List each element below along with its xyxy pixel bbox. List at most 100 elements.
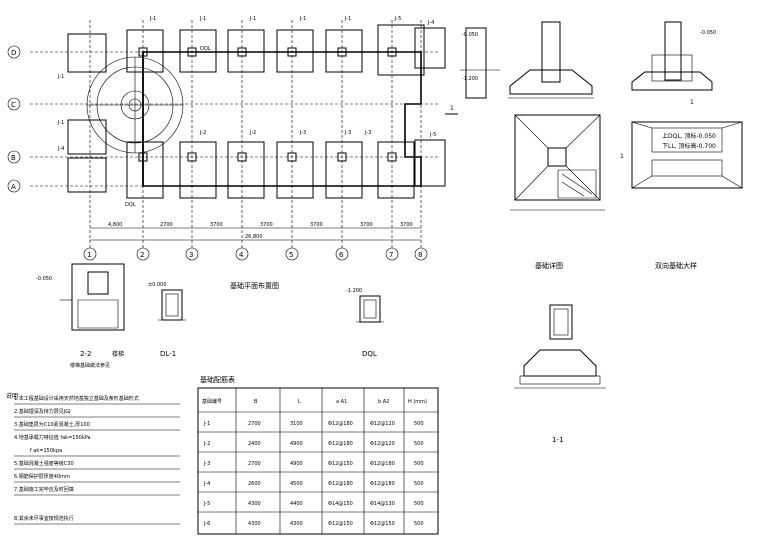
grid-label-4: 4 bbox=[239, 251, 244, 259]
note-formula: f ak=150kpa bbox=[30, 448, 62, 454]
plan-title: 基础平面布置图 bbox=[230, 281, 279, 290]
grid-label-c: C bbox=[11, 101, 16, 109]
dim-3: 3700 bbox=[210, 222, 223, 228]
elevation-label: -0.050 bbox=[462, 32, 478, 38]
dl1-title: DL-1 bbox=[160, 350, 176, 358]
table-row: J-1 2700 3100 Φ12@180 Φ12@120 500 bbox=[203, 421, 424, 427]
table-cell: Φ12@180 bbox=[328, 441, 353, 447]
footing-label: J-1 bbox=[57, 120, 64, 126]
table-cell: 500 bbox=[414, 481, 424, 487]
footing-label: J-2 bbox=[199, 130, 206, 136]
reinforcement-table: 基础配筋表 基础编号 B L a A1 b A2 H (mm) J-1 2700… bbox=[197, 375, 439, 535]
table-cell: 4300 bbox=[248, 521, 261, 527]
elevation-label: -1.200 bbox=[346, 288, 362, 294]
beam-label: DQL bbox=[125, 202, 136, 208]
table-cell: J-5 bbox=[203, 501, 210, 507]
table-header: 基础编号 bbox=[202, 398, 222, 405]
base-plan-title: 基础详图 bbox=[535, 261, 563, 270]
footing-label: J-4 bbox=[57, 146, 64, 152]
table-cell: 4300 bbox=[248, 501, 261, 507]
table-cell: 500 bbox=[414, 501, 424, 507]
grid-label-d: D bbox=[11, 49, 16, 57]
table-cell: Φ12@120 bbox=[370, 421, 395, 427]
table-cell: 500 bbox=[414, 461, 424, 467]
table-cell: J-3 bbox=[203, 461, 210, 467]
footing-label: J-1 bbox=[249, 16, 256, 22]
table-cell: 3100 bbox=[290, 421, 303, 427]
table-cell: Φ12@150 bbox=[328, 521, 353, 527]
grid-label-1: 1 bbox=[87, 251, 91, 259]
footing-label: J-3 bbox=[344, 130, 351, 136]
section-22-title: 2-2 bbox=[80, 350, 91, 358]
table-row: J-5 4300 4400 Φ14@150 Φ14@130 500 bbox=[203, 501, 424, 507]
section-mark: 1 bbox=[620, 153, 624, 160]
detail-box-line1: 上DQL, 顶标-0.050 bbox=[662, 132, 716, 140]
section-11-title: 1-1 bbox=[552, 436, 563, 444]
table-cell: Φ12@120 bbox=[370, 441, 395, 447]
table-cell: 4300 bbox=[290, 521, 303, 527]
note-item: 3.基础垫层为C10素混凝土,厚100 bbox=[14, 421, 90, 428]
table-row: J-3 2700 4900 Φ12@150 Φ12@180 500 bbox=[203, 461, 424, 467]
footing-label: J-4 bbox=[427, 20, 434, 26]
grid-label-2: 2 bbox=[140, 251, 144, 259]
table-cell: Φ12@180 bbox=[370, 461, 395, 467]
note-item: 6.钢筋保护层厚度40mm bbox=[14, 473, 70, 480]
footing-label: J-3 bbox=[299, 130, 306, 136]
dim-4: 3700 bbox=[260, 222, 273, 228]
double-footing-detail: 上DQL, 顶标-0.050 下LL, 顶标高-0.700 1 双向基础大样 bbox=[620, 121, 743, 270]
section-2-2: -0.050 2-2 楼梯 楼梯基础做法参见 bbox=[36, 263, 125, 369]
note-item: 1.本工程基础设计采用天然地基独立基础及条形基础形式 bbox=[14, 395, 139, 402]
dim-7: 3700 bbox=[400, 222, 413, 228]
footing-label: J-2 bbox=[249, 130, 256, 136]
footing-label: J-1 bbox=[149, 16, 156, 22]
elevation-label: -1.200 bbox=[462, 76, 478, 82]
note-item: 2.基础埋深及持力层见JGJ bbox=[14, 408, 71, 415]
note-item: 5.基础混凝土强度等级C30 bbox=[14, 460, 74, 467]
footing-label: J-5 bbox=[429, 132, 436, 138]
section-22-note: 楼梯基础做法参见 bbox=[70, 362, 110, 369]
table-row: J-6 4300 4300 Φ12@150 Φ12@150 500 bbox=[203, 521, 424, 527]
grid-label-b: B bbox=[11, 154, 16, 162]
table-cell: Φ12@180 bbox=[370, 481, 395, 487]
table-header: b A2 bbox=[378, 399, 389, 405]
table-cell: 4900 bbox=[290, 461, 303, 467]
grid-label-6: 6 bbox=[339, 251, 344, 259]
table-header: a A1 bbox=[336, 399, 347, 405]
table-row: J-2 2400 4900 Φ12@180 Φ12@120 500 bbox=[203, 441, 424, 447]
notes-header: 说明 bbox=[6, 392, 18, 400]
beam-label: DQL bbox=[200, 46, 211, 52]
grid-label-5: 5 bbox=[289, 251, 293, 259]
table-cell: 4500 bbox=[290, 481, 303, 487]
footing-label: J-1 bbox=[199, 16, 206, 22]
table-cell: J-1 bbox=[203, 421, 210, 427]
elevation-label: ±0.000 bbox=[148, 282, 167, 288]
dim-total: 26,800 bbox=[245, 234, 263, 240]
table-header: L bbox=[298, 399, 301, 405]
dl1-section: ±0.000 DL-1 bbox=[148, 282, 186, 358]
table-row: J-4 2600 4500 Φ12@180 Φ12@180 500 bbox=[203, 481, 424, 487]
table-cell: 2400 bbox=[248, 441, 261, 447]
grid-label-8: 8 bbox=[418, 251, 422, 259]
dim-2: 2700 bbox=[160, 222, 173, 228]
table-cell: Φ12@150 bbox=[328, 461, 353, 467]
footing-plan-detail: 基础详图 bbox=[510, 114, 605, 270]
table-cell: 4400 bbox=[290, 501, 303, 507]
table-cell: Φ14@150 bbox=[328, 501, 353, 507]
double-footing-title: 双向基础大样 bbox=[655, 261, 697, 270]
foundation-plan: D C B A 1 2 3 4 5 6 7 8 4,800 2700 3700 … bbox=[7, 16, 458, 261]
table-cell: 2700 bbox=[248, 461, 261, 467]
note-item: 8.其余未尽事宜按规范执行 bbox=[14, 515, 74, 522]
table-title: 基础配筋表 bbox=[200, 375, 235, 384]
section-1-1: 1-1 bbox=[514, 304, 606, 444]
footing-label: J-3 bbox=[364, 130, 371, 136]
detail-box-line2: 下LL, 顶标高-0.700 bbox=[662, 142, 716, 150]
dim-6: 3700 bbox=[360, 222, 373, 228]
table-cell: J-6 bbox=[203, 521, 210, 527]
dim-5: 3700 bbox=[310, 222, 323, 228]
table-cell: J-2 bbox=[203, 441, 210, 447]
table-cell: Φ12@150 bbox=[370, 521, 395, 527]
dql-title: DQL bbox=[362, 350, 377, 358]
footing-label: J-1 bbox=[57, 74, 64, 80]
dql-section: -1.200 DQL bbox=[346, 288, 384, 358]
grid-label-3: 3 bbox=[189, 251, 193, 259]
